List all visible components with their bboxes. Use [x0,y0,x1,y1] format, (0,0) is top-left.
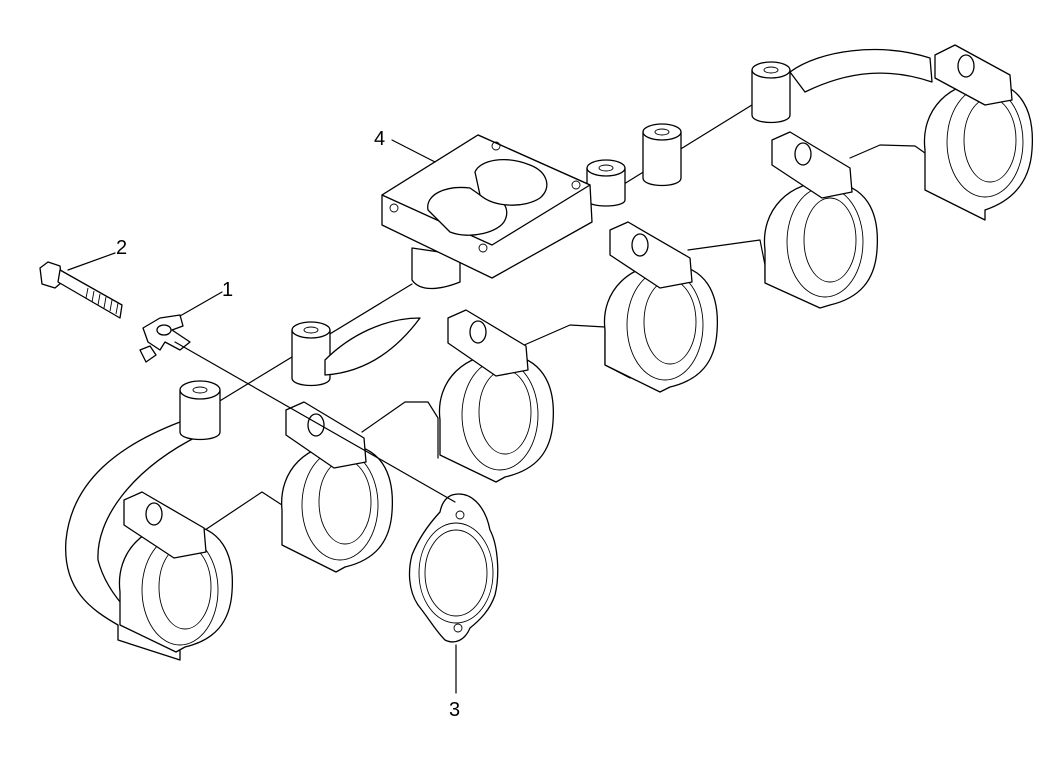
leader-4 [391,139,436,163]
port-flange-rear-2 [763,131,879,309]
turbo-flange [381,134,593,279]
manifold-web [324,317,421,376]
port-flange-rear-3 [603,221,719,393]
callout-3: 3 [449,699,460,721]
port-flange-front-3 [118,491,234,653]
leader-2 [67,252,116,271]
turbo-pedestal [411,247,461,290]
callout-4: 4 [374,128,385,150]
port-flange-rear-1 [923,44,1034,221]
port-flange-front-2 [281,401,394,573]
port-flange-front-1 [438,309,554,483]
leader-lines [67,139,457,694]
gasket [408,493,499,643]
exhaust-manifold [65,44,1034,661]
boss-1 [179,380,221,441]
callout-2: 2 [116,237,127,259]
lock-plate [139,314,191,363]
manifold-left-bend [65,421,201,661]
boss-4 [642,123,682,187]
boss-3 [586,159,626,207]
callout-1: 1 [222,279,233,301]
manifold-right-bend [789,48,933,93]
leader-1 [179,291,223,317]
assembly-line-bolt-to-gasket [174,341,456,503]
boss-5 [751,61,791,124]
boss-2 [291,321,331,387]
bolt [39,261,123,319]
